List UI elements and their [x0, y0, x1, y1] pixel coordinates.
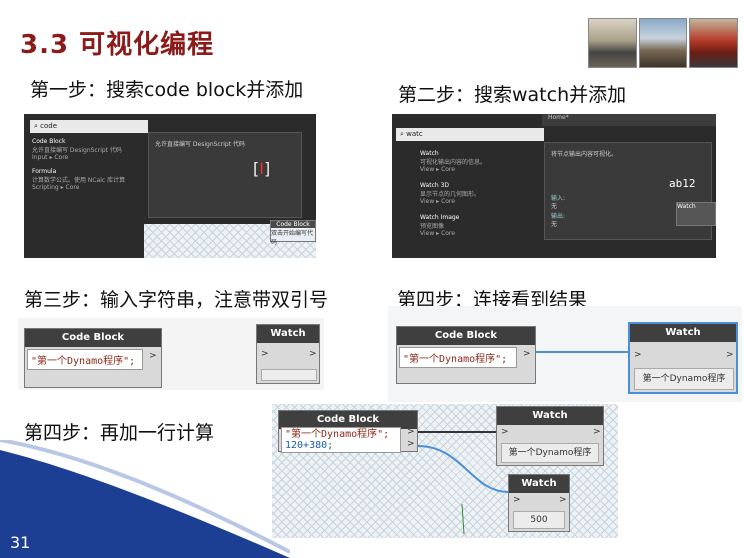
search-result[interactable]: Code Block 允许直接编写 DesignScript 代码 Input …	[28, 134, 152, 165]
page-number: 31	[10, 533, 31, 552]
code-input[interactable]: "第一个Dynamo程序";	[399, 347, 517, 368]
search-result[interactable]: Watch Image 预览图像 View ▸ Core	[416, 210, 544, 241]
code-block-icon: [I]	[253, 159, 271, 178]
result-desc: 显示节点的几何图形。	[420, 191, 481, 198]
slide-title: 3.3 可视化编程	[20, 30, 215, 60]
step4-caption: 第四步：连接看到结果	[397, 289, 588, 311]
input-port[interactable]: >	[634, 350, 642, 360]
code-block-node[interactable]: Code Block "第一个Dynamo程序"; 120+380; > >	[278, 410, 418, 453]
watch-result-box	[261, 369, 317, 381]
node-title: Watch	[497, 407, 603, 425]
search-result[interactable]: Watch 可视化输出内容的信息。 View ▸ Core	[416, 146, 544, 177]
code-input[interactable]: "第一个Dynamo程序"; 120+380;	[281, 427, 401, 453]
step1-caption: 第一步：搜索code block并添加	[30, 79, 304, 101]
watch-node[interactable]: Watch > > 第一个Dynamo程序	[628, 322, 738, 394]
node-title: Watch	[257, 325, 319, 343]
result-name: Formula	[32, 168, 57, 175]
step2-caption: 第二步：搜索watch并添加	[398, 84, 627, 106]
output-port[interactable]: >	[523, 349, 531, 359]
result-path: Scripting ▸ Core	[32, 184, 80, 191]
search-query: code	[40, 122, 58, 130]
result-path: Input ▸ Core	[32, 154, 69, 161]
search-result[interactable]: Formula 计算数学公式。使用 NCalc 库计算 Scripting ▸ …	[28, 164, 152, 195]
wire	[417, 445, 509, 493]
node-hint: 双击开始编写代码	[271, 230, 314, 246]
wave-stripe	[0, 440, 290, 554]
output-port[interactable]: >	[559, 495, 567, 505]
corner-wave-decoration	[0, 440, 290, 558]
watch-node[interactable]: Watch > > 第一个Dynamo程序	[496, 406, 604, 466]
search-result[interactable]: Watch 3D 显示节点的几何图形。 View ▸ Core	[416, 178, 544, 209]
output-port[interactable]: >	[407, 427, 415, 437]
result-path: View ▸ Core	[420, 198, 455, 205]
result-desc: 预览图像	[420, 223, 445, 230]
code-line-string: "第一个Dynamo程序";	[285, 429, 390, 440]
code-input[interactable]: "第一个Dynamo程序";	[27, 349, 143, 370]
tooltip-panel: 允许直接编写 DesignScript 代码 [I]	[148, 132, 302, 218]
input-port[interactable]: >	[261, 349, 269, 359]
result-path: View ▸ Core	[420, 230, 455, 237]
tab-home[interactable]: Home*	[542, 114, 716, 126]
step5-connectors	[417, 431, 509, 535]
watch-glasses-icon: ab12	[669, 177, 696, 190]
output-label: 输出:	[551, 213, 566, 220]
output-port[interactable]: >	[593, 427, 601, 437]
node-title: Code Block	[279, 411, 417, 429]
node-title: Watch	[630, 324, 736, 342]
input-value: 无	[551, 203, 558, 210]
result-name: Watch 3D	[420, 182, 450, 189]
input-label: 输入:	[551, 195, 566, 202]
screenshot-search-watch: Home* ⌕ watc Watch 可视化输出内容的信息。 View ▸ Co…	[392, 114, 716, 258]
output-port[interactable]: >	[309, 349, 317, 359]
watch-node[interactable]: Watch	[676, 202, 716, 226]
node-title: Code Block	[25, 329, 161, 347]
watch-node[interactable]: Watch > >	[256, 324, 320, 384]
tooltip-text: 将节点输出内容可视化。	[551, 151, 618, 158]
photo-station	[588, 18, 637, 68]
axis-line	[461, 503, 465, 535]
photo-locomotive	[689, 18, 739, 68]
watch-result-box: 第一个Dynamo程序	[501, 443, 599, 463]
node-title: Code Block	[271, 221, 315, 228]
output-value: 无	[551, 221, 558, 228]
watch-result-box: 第一个Dynamo程序	[634, 368, 734, 390]
result-desc: 允许直接编写 DesignScript 代码	[32, 147, 122, 154]
node-title: Watch	[509, 475, 569, 493]
code-block-node[interactable]: Code Block 双击开始编写代码	[270, 220, 316, 246]
code-block-node[interactable]: Code Block "第一个Dynamo程序"; >	[24, 328, 162, 388]
search-query: watc	[406, 130, 423, 138]
step5-caption: 第四步：再加一行计算	[24, 422, 215, 444]
code-line-calc: 120+380;	[285, 440, 334, 451]
input-port[interactable]: >	[513, 495, 521, 505]
search-input[interactable]: ⌕ code	[30, 120, 148, 133]
node-title: Code Block	[397, 327, 535, 345]
step3-caption: 第三步：输入字符串，注意带双引号	[24, 289, 329, 311]
result-name: Watch Image	[420, 214, 460, 221]
node-title: Watch	[677, 203, 696, 210]
output-port[interactable]: >	[149, 351, 157, 361]
result-name: Watch	[420, 150, 439, 157]
result-desc: 可视化输出内容的信息。	[420, 159, 487, 166]
output-port[interactable]: >	[726, 350, 734, 360]
screenshot-search-codeblock: ⌕ code Code Block 允许直接编写 DesignScript 代码…	[24, 114, 316, 258]
search-input[interactable]: ⌕ watc	[396, 128, 544, 141]
result-name: Code Block	[32, 138, 66, 145]
watch-node[interactable]: Watch > > 500	[508, 474, 570, 532]
step4-connector	[536, 351, 628, 353]
code-block-node[interactable]: Code Block "第一个Dynamo程序"; >	[396, 326, 536, 384]
header-photo-strip	[588, 18, 739, 68]
result-path: View ▸ Core	[420, 166, 455, 173]
result-desc: 计算数学公式。使用 NCalc 库计算	[32, 177, 126, 184]
input-port[interactable]: >	[501, 427, 509, 437]
photo-landscape	[638, 18, 688, 68]
tooltip-text: 允许直接编写 DesignScript 代码	[155, 141, 245, 148]
wave-blue	[0, 450, 290, 558]
watch-result-box: 500	[513, 511, 565, 529]
output-port[interactable]: >	[407, 439, 415, 449]
